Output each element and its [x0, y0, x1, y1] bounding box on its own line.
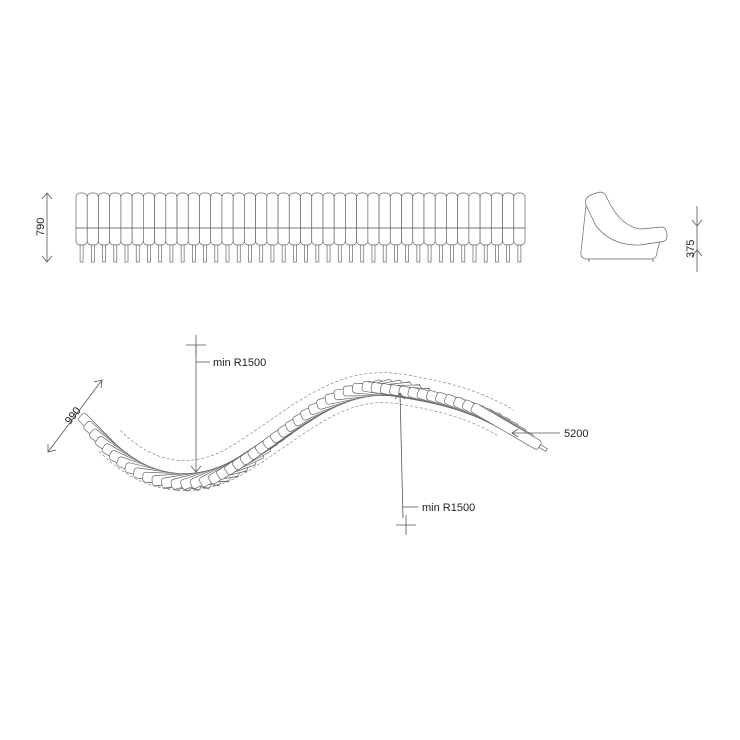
front-unit [479, 192, 492, 263]
front-unit [154, 192, 167, 263]
front-unit [210, 192, 223, 263]
length-label: 5200 [564, 428, 588, 440]
front-unit [311, 192, 324, 263]
plan-view [78, 379, 548, 492]
seat-dash-line [120, 372, 515, 461]
seat-dash-line [98, 402, 500, 491]
front-unit [266, 192, 279, 263]
front-unit [86, 192, 99, 263]
front-unit [412, 192, 425, 263]
front-unit [75, 192, 88, 263]
front-view [75, 192, 526, 263]
radius-label-bottom: min R1500 [422, 502, 475, 514]
front-unit [143, 192, 155, 263]
radius-annotation-bottom: min R1500 [394, 392, 475, 535]
front-unit [199, 192, 212, 263]
side-view-chair [580, 191, 668, 262]
front-unit [333, 192, 346, 263]
front-unit [490, 192, 503, 263]
front-unit [165, 192, 178, 263]
front-unit [187, 192, 200, 263]
radius-annotation-top: min R1500 [186, 335, 266, 473]
front-unit [255, 192, 268, 263]
front-unit [300, 192, 313, 263]
front-unit [232, 192, 245, 263]
front-unit [244, 192, 256, 263]
front-unit [356, 192, 369, 263]
radius-label-top: min R1500 [213, 357, 266, 369]
front-unit [345, 192, 357, 263]
front-unit [120, 192, 133, 263]
front-unit [457, 192, 470, 263]
seat-height-label: 375 [685, 240, 697, 258]
front-unit [221, 192, 234, 263]
front-unit [378, 192, 391, 263]
front-unit [502, 192, 515, 263]
plan-unit [470, 403, 548, 452]
front-unit [277, 192, 290, 263]
front-unit [446, 192, 458, 263]
length-annotation: 5200 [511, 428, 588, 440]
front-unit [322, 192, 335, 263]
front-unit [423, 192, 436, 263]
front-unit [367, 192, 380, 263]
front-unit [389, 192, 402, 263]
front-unit [131, 192, 144, 263]
front-unit [513, 192, 526, 263]
front-unit [98, 192, 111, 263]
front-unit [109, 192, 122, 263]
seat-height-dimension: 375 [685, 206, 703, 272]
height-label: 790 [35, 218, 47, 236]
height-dimension: 790 [35, 192, 53, 263]
front-unit [434, 192, 447, 263]
front-unit [176, 192, 189, 263]
front-unit [468, 192, 481, 263]
front-unit [288, 192, 301, 263]
front-unit [401, 192, 414, 263]
depth-dimension: 990 [47, 379, 103, 453]
